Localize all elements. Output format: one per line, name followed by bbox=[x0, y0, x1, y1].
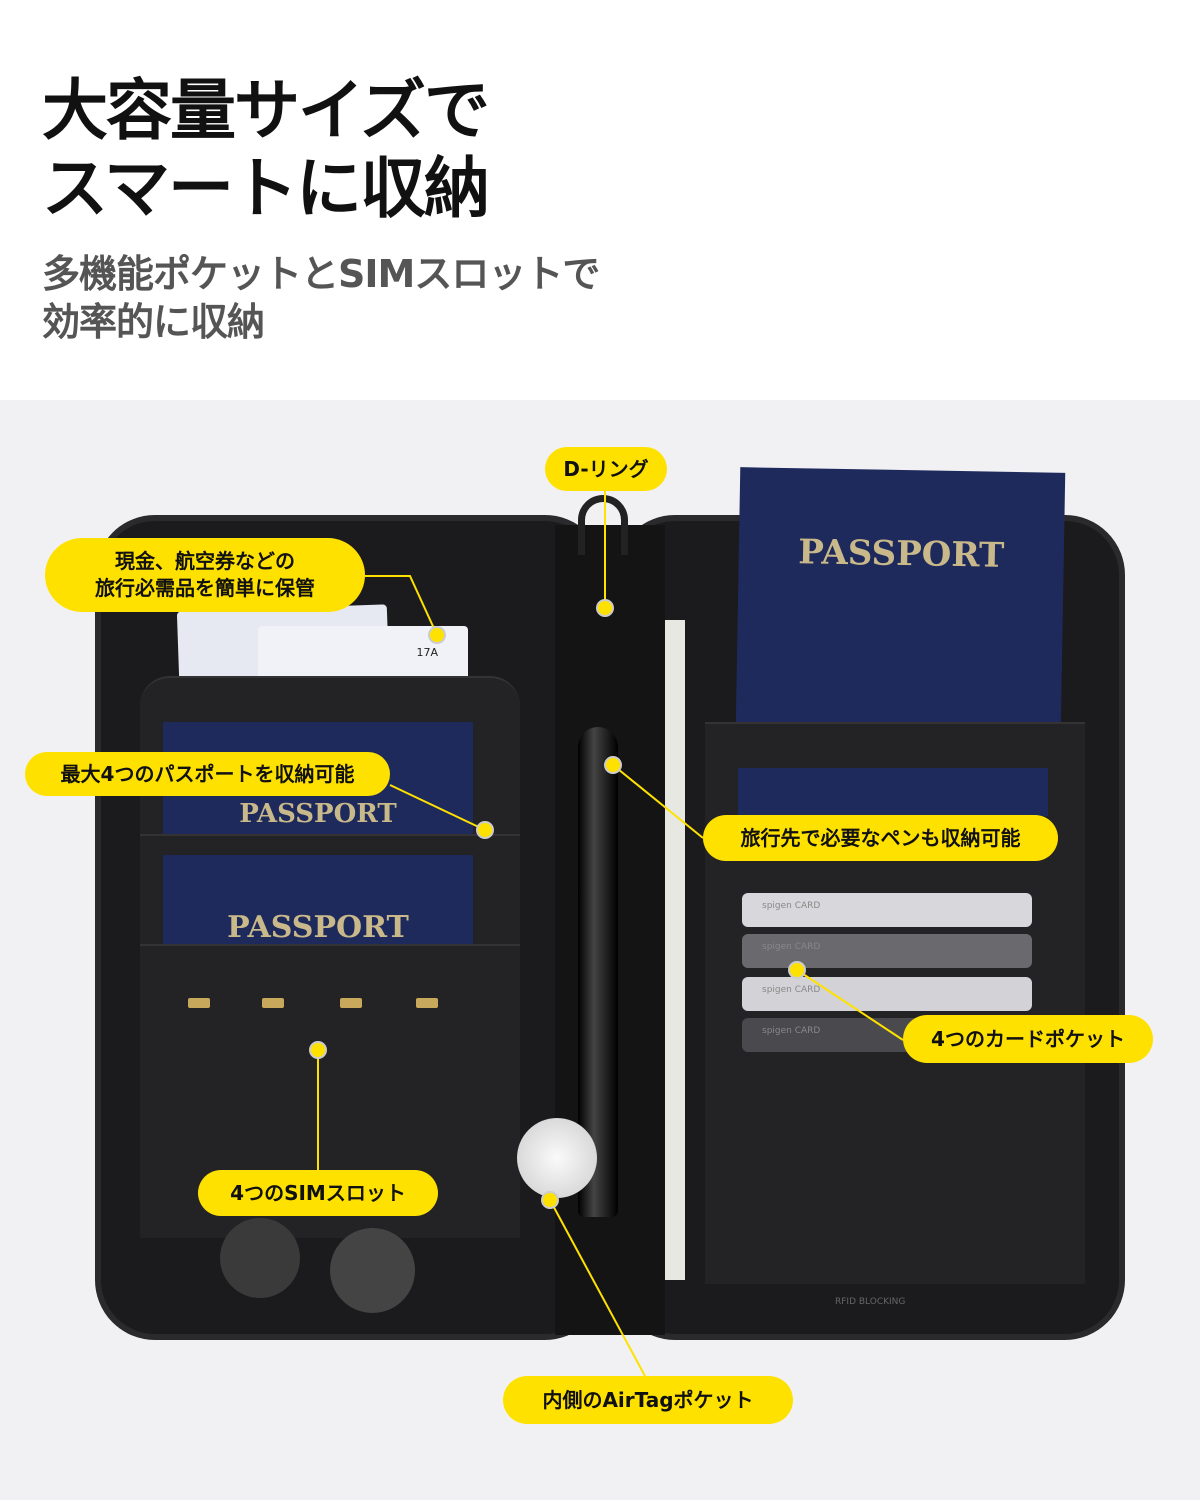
callout-d-ring: D-リング bbox=[545, 447, 667, 491]
hero-text: 大容量サイズで スマートに収納 多機能ポケットとSIMスロットで 効率的に収納 bbox=[42, 72, 600, 346]
callout-airtag: 内側のAirTagポケット bbox=[503, 1376, 793, 1424]
title-line-1: 大容量サイズで bbox=[42, 72, 490, 149]
callout-pen: 旅行先で必要なペンも収納可能 bbox=[703, 815, 1058, 861]
callout-dot bbox=[476, 821, 494, 839]
passport-label: PASSPORT bbox=[239, 799, 397, 829]
card-label: spigen CARD bbox=[762, 942, 821, 952]
callout-cash: 現金、航空券などの旅行必需品を簡単に保管 bbox=[45, 538, 365, 612]
passport bbox=[738, 768, 1048, 816]
coins bbox=[210, 1210, 430, 1313]
card: spigen CARD bbox=[742, 934, 1032, 968]
leader-line bbox=[612, 764, 704, 839]
page-title: 大容量サイズで スマートに収納 bbox=[42, 72, 599, 228]
leader-line bbox=[365, 575, 438, 636]
card: spigen CARD bbox=[742, 893, 1032, 927]
d-ring bbox=[578, 495, 628, 555]
callout-dot bbox=[604, 756, 622, 774]
sim-card bbox=[340, 998, 362, 1008]
sim-card bbox=[188, 998, 210, 1008]
callout-passports: 最大4つのパスポートを収納可能 bbox=[25, 752, 390, 796]
callout-sim: 4つのSIMスロット bbox=[198, 1170, 438, 1216]
subtitle-line-2: 効率的に収納 bbox=[42, 300, 265, 344]
passport-label: PASSPORT bbox=[227, 910, 409, 945]
callout-dot bbox=[309, 1041, 327, 1059]
sim-card bbox=[262, 998, 284, 1008]
callout-cash-line1: 現金、航空券などの bbox=[115, 549, 295, 573]
callout-cards: 4つのカードポケット bbox=[903, 1015, 1153, 1063]
callout-dot bbox=[428, 626, 446, 644]
card: spigen CARD bbox=[742, 977, 1032, 1011]
callout-dot bbox=[541, 1191, 559, 1209]
card-label: spigen CARD bbox=[762, 1026, 821, 1036]
seat-number: 17A bbox=[416, 646, 438, 659]
sim-slot-panel bbox=[140, 944, 520, 1086]
callout-dot bbox=[788, 961, 806, 979]
leader-line bbox=[796, 969, 904, 1041]
title-line-2: スマートに収納 bbox=[42, 150, 490, 227]
sim-card bbox=[416, 998, 438, 1008]
card-label: spigen CARD bbox=[762, 901, 821, 911]
card-label: spigen CARD bbox=[762, 985, 821, 995]
airtag bbox=[517, 1118, 597, 1198]
passport: PASSPORT bbox=[163, 855, 473, 945]
leader-line bbox=[549, 1199, 646, 1377]
rfid-text: RFID BLOCKING bbox=[835, 1297, 906, 1307]
leader-line bbox=[389, 784, 486, 831]
notepad bbox=[665, 620, 685, 1280]
callout-cash-line2: 旅行必需品を簡単に保管 bbox=[95, 576, 315, 600]
callout-dot bbox=[596, 599, 614, 617]
page-subtitle: 多機能ポケットとSIMスロットで 効率的に収納 bbox=[42, 250, 600, 346]
subtitle-line-1: 多機能ポケットとSIMスロットで bbox=[42, 252, 600, 296]
